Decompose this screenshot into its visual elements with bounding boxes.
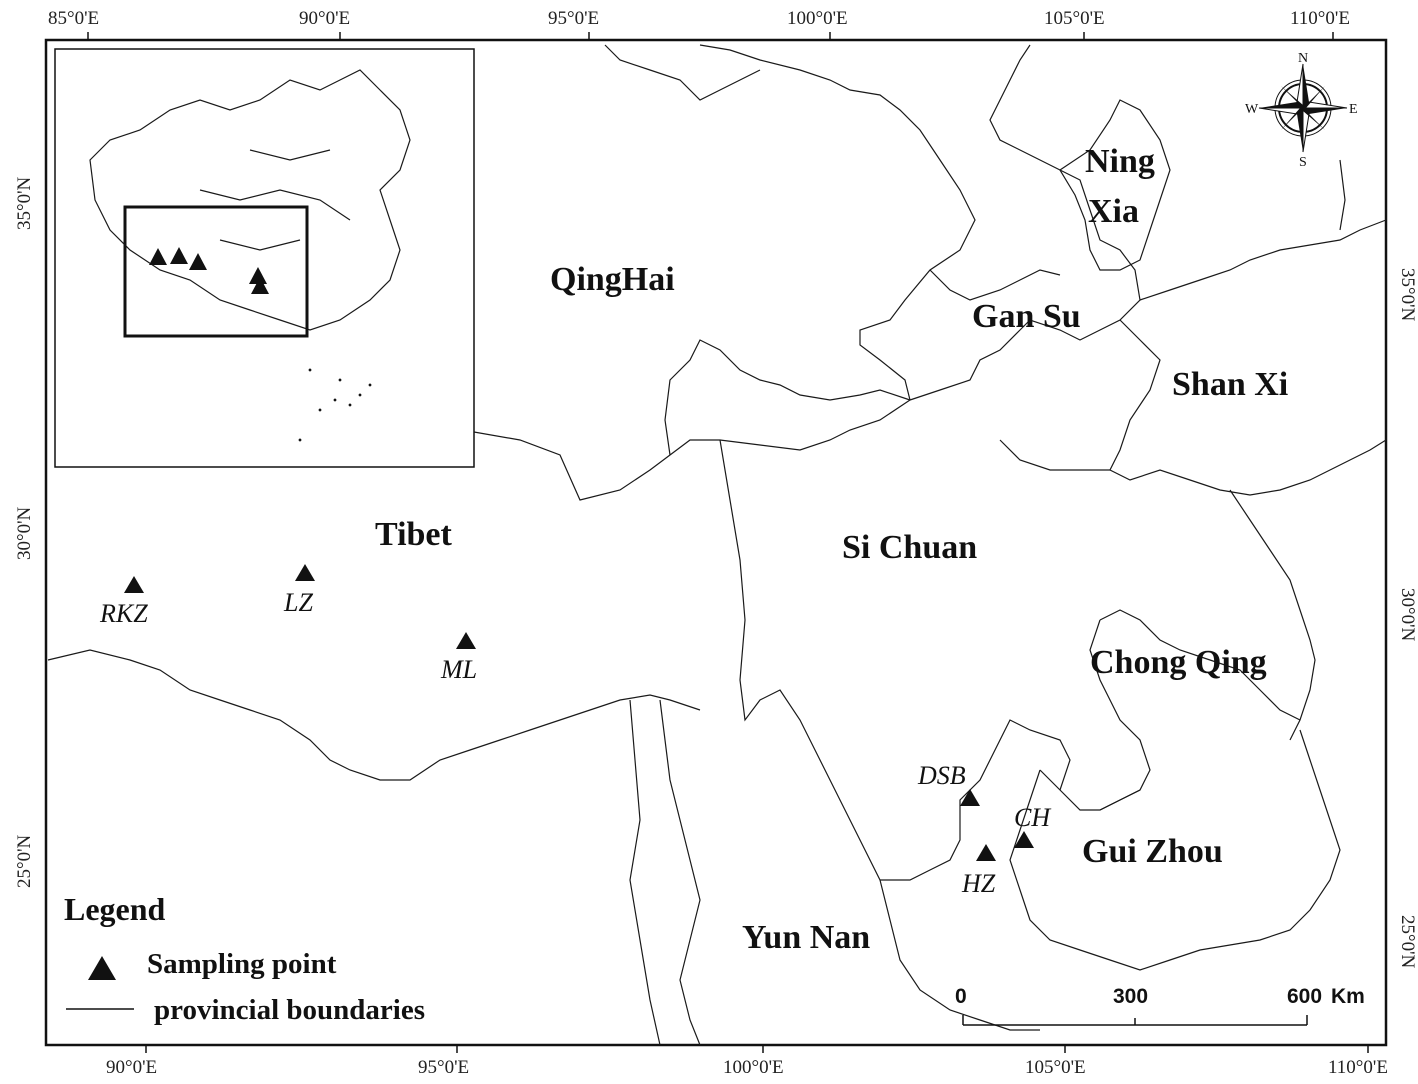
label-ningxia-line1: Ning xyxy=(1085,143,1155,180)
label-yunnan: Yun Nan xyxy=(742,919,870,956)
sampling-point-lz xyxy=(295,564,315,581)
legend-sampling-point: Sampling point xyxy=(147,948,337,980)
compass-n: N xyxy=(1298,51,1308,66)
label-guizhou: Gui Zhou xyxy=(1082,833,1223,870)
label-site-rkz: RKZ xyxy=(99,599,148,628)
inset-islands xyxy=(298,368,372,442)
bottom-tick-marks xyxy=(145,1045,1369,1053)
sampling-point-ml xyxy=(456,632,476,649)
left-tick-30n: 30°0'N xyxy=(14,506,35,560)
top-tick-marks xyxy=(87,32,1334,40)
right-graticule-labels: 35°0'N 30°0'N 25°0'N xyxy=(1397,268,1418,969)
inset-map xyxy=(54,48,475,468)
label-shanxi: Shan Xi xyxy=(1172,366,1288,403)
label-ningxia-line2: Xia xyxy=(1088,193,1139,230)
sampling-point-labels: RKZ LZ ML DSB CH HZ xyxy=(99,588,1051,898)
label-tibet: Tibet xyxy=(375,516,453,553)
top-graticule-labels: 85°0'E 90°0'E 95°0'E 100°0'E 105°0'E 110… xyxy=(48,8,1350,29)
bottom-tick-100e: 100°0'E xyxy=(723,1057,784,1078)
bottom-tick-95e: 95°0'E xyxy=(418,1057,469,1078)
sampling-point-ch xyxy=(1014,831,1034,848)
bottom-tick-105e: 105°0'E xyxy=(1025,1057,1086,1078)
left-tick-25n: 25°0'N xyxy=(14,834,35,888)
legend-triangle-icon xyxy=(88,956,116,980)
top-tick-110e: 110°0'E xyxy=(1290,8,1350,29)
label-site-hz: HZ xyxy=(961,869,996,898)
label-chongqing: Chong Qing xyxy=(1090,644,1267,681)
inset-study-area-box xyxy=(123,205,309,338)
left-graticule-labels: 35°0'N 30°0'N 25°0'N xyxy=(14,176,35,888)
sampling-point-rkz xyxy=(124,576,144,593)
bottom-tick-90e: 90°0'E xyxy=(106,1057,157,1078)
scale-unit: Km xyxy=(1331,985,1365,1008)
label-gansu: Gan Su xyxy=(972,298,1081,335)
label-site-dsb: DSB xyxy=(917,761,966,790)
compass-rose: N S E W xyxy=(1245,51,1358,170)
sampling-point-dsb xyxy=(960,789,980,806)
scale-bar: 0 300 600 Km xyxy=(955,985,1365,1026)
inset-china-outline xyxy=(89,69,411,331)
inset-sampling-points xyxy=(149,247,269,294)
label-site-ch: CH xyxy=(1014,803,1051,832)
provincial-boundaries xyxy=(47,44,1387,1046)
compass-w: W xyxy=(1245,102,1259,117)
legend-title: Legend xyxy=(64,891,166,927)
top-tick-95e: 95°0'E xyxy=(548,8,599,29)
sampling-point-markers xyxy=(124,564,1034,861)
label-qinghai: QingHai xyxy=(550,261,675,298)
right-tick-25n: 25°0'N xyxy=(1397,915,1418,969)
scale-label-0: 0 xyxy=(955,985,967,1008)
compass-e: E xyxy=(1349,102,1358,117)
sampling-point-hz xyxy=(976,844,996,861)
bottom-tick-110e: 110°0'E xyxy=(1328,1057,1388,1078)
right-tick-30n: 30°0'N xyxy=(1397,588,1418,642)
inset-frame xyxy=(54,48,475,468)
right-tick-35n: 35°0'N xyxy=(1397,268,1418,322)
legend-provincial-boundaries: provincial boundaries xyxy=(154,994,425,1026)
label-sichuan: Si Chuan xyxy=(842,529,977,566)
label-site-ml: ML xyxy=(440,655,477,684)
legend: Legend Sampling point provincial boundar… xyxy=(64,891,425,1026)
bottom-graticule-labels: 90°0'E 95°0'E 100°0'E 105°0'E 110°0'E xyxy=(106,1057,1388,1078)
top-tick-85e: 85°0'E xyxy=(48,8,99,29)
province-labels: QingHai Ning Xia Gan Su Shan Xi Tibet Si… xyxy=(375,143,1288,956)
top-tick-100e: 100°0'E xyxy=(787,8,848,29)
scale-label-600: 600 xyxy=(1287,985,1322,1008)
label-site-lz: LZ xyxy=(283,588,313,617)
compass-star-icon xyxy=(1258,63,1348,153)
left-tick-35n: 35°0'N xyxy=(14,176,35,230)
top-tick-105e: 105°0'E xyxy=(1044,8,1105,29)
scale-label-300: 300 xyxy=(1113,985,1148,1008)
top-tick-90e: 90°0'E xyxy=(299,8,350,29)
compass-s: S xyxy=(1299,155,1307,170)
